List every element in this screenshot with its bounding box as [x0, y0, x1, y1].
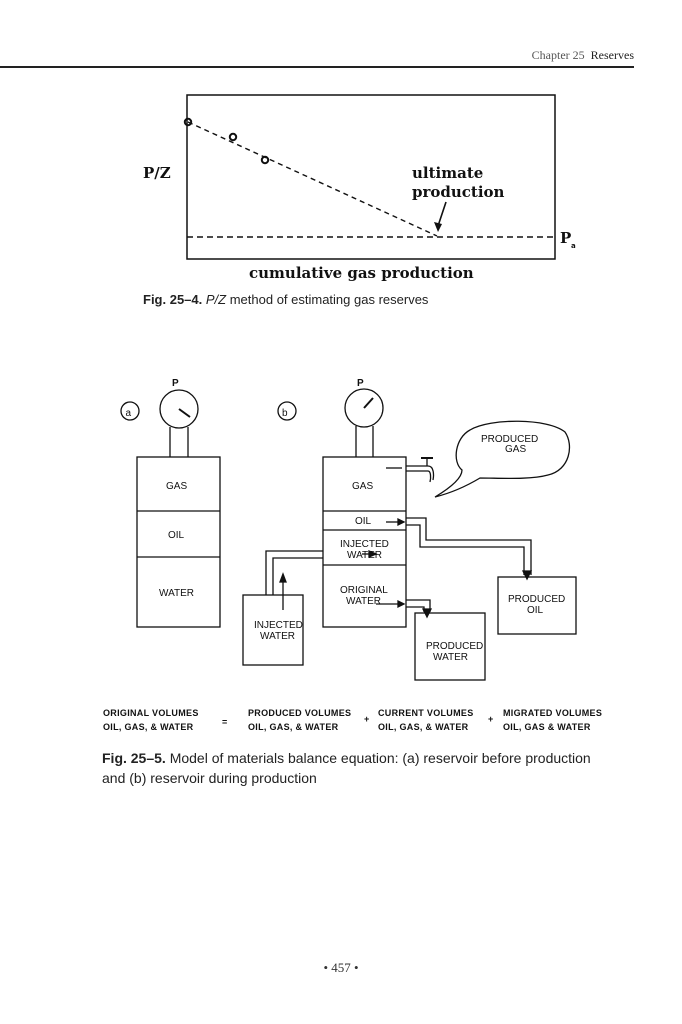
running-head: Chapter 25 Reserves — [532, 48, 634, 63]
produced-oil-2: OIL — [527, 605, 544, 616]
produced-gas-cloud — [434, 420, 571, 498]
gauge-a-label: P — [172, 378, 179, 389]
data-point — [260, 155, 270, 165]
caption-4-italic: P/Z — [205, 292, 227, 307]
fig-25-5-caption: Fig. 25–5. Model of materials balance eq… — [102, 748, 614, 788]
produced-gas-2: GAS — [505, 444, 526, 455]
caption-4-text: method of estimating gas reserves — [226, 292, 429, 307]
eq-op-equals: = — [222, 717, 228, 727]
produced-oil-box — [497, 576, 577, 635]
tank-b-gas: GAS — [352, 481, 373, 492]
tank-a — [136, 456, 221, 628]
annotation-arrow — [437, 201, 447, 227]
injected-box-2: WATER — [260, 631, 295, 642]
produced-gas-1: PRODUCED — [481, 434, 538, 445]
eq-term-1-line1: ORIGINAL VOLUMES — [103, 708, 199, 718]
eq-term-2-line2: OIL, GAS, & WATER — [248, 722, 339, 732]
x-axis-label: cumulative gas production — [249, 264, 474, 282]
eq-term-1-line2: OIL, GAS, & WATER — [103, 722, 194, 732]
pz-ylabel: P/Z — [143, 164, 171, 182]
annotation-ultimate: ultimate — [412, 164, 483, 182]
data-point — [183, 117, 193, 127]
gauge-b-icon — [344, 388, 384, 428]
caption-4-number: Fig. 25–4. — [143, 292, 203, 307]
label-b: b — [282, 408, 288, 419]
pz-trend-line — [187, 121, 438, 237]
plot-frame — [186, 94, 556, 260]
fig-25-4: P/Z ultimate production P a cumulative g… — [143, 94, 576, 282]
gauge-b-label: P — [357, 378, 364, 389]
tank-b-original-1: ORIGINAL — [340, 585, 388, 596]
tank-b — [322, 456, 407, 628]
tank-a-gas: GAS — [166, 481, 187, 492]
eq-op-plus-2: + — [488, 714, 494, 724]
caption-5-number: Fig. 25–5. — [102, 750, 166, 766]
eq-term-2-line1: PRODUCED VOLUMES — [248, 708, 351, 718]
fig-25-5: a b P GAS OIL WATER P GAS OIL INJECTED W… — [103, 378, 602, 732]
produced-water-1: PRODUCED — [426, 641, 483, 652]
tank-b-injected-1: INJECTED — [340, 539, 389, 550]
pa-subscript: a — [571, 242, 576, 250]
chapter-label: Chapter 25 — [531, 48, 585, 62]
eq-term-4-line1: MIGRATED VOLUMES — [503, 708, 602, 718]
eq-term-4-line2: OIL, GAS & WATER — [503, 722, 591, 732]
produced-water-box — [414, 612, 486, 681]
tank-a-water: WATER — [159, 588, 194, 599]
produced-water-2: WATER — [433, 652, 468, 663]
eq-term-3-line1: CURRENT VOLUMES — [378, 708, 474, 718]
tank-b-injected-2: WATER — [347, 550, 382, 561]
tank-b-original-2: WATER — [346, 596, 381, 607]
injected-box-1: INJECTED — [254, 620, 303, 631]
arrow-head — [434, 222, 442, 232]
produced-oil-1: PRODUCED — [508, 594, 565, 605]
tank-a-oil: OIL — [168, 530, 185, 541]
gauge-a-icon — [159, 389, 199, 429]
eq-term-3-line2: OIL, GAS, & WATER — [378, 722, 469, 732]
fig-25-4-caption: Fig. 25–4. P/Z method of estimating gas … — [143, 290, 603, 309]
label-a: a — [126, 408, 132, 419]
label-a-circle — [120, 401, 140, 421]
eq-op-plus-1: + — [364, 714, 370, 724]
page-number: • 457 • — [323, 960, 359, 975]
label-b-circle — [277, 401, 297, 421]
tank-b-oil: OIL — [355, 516, 372, 527]
header-rule — [0, 66, 634, 68]
data-point — [228, 132, 238, 142]
caption-5-text: Model of materials balance equation: (a)… — [102, 750, 591, 786]
pa-label: P — [560, 229, 571, 247]
chapter-title: Reserves — [590, 48, 634, 62]
annotation-production: production — [412, 183, 505, 201]
materials-balance-equation: ORIGINAL VOLUMES OIL, GAS, & WATER = PRO… — [103, 708, 602, 732]
